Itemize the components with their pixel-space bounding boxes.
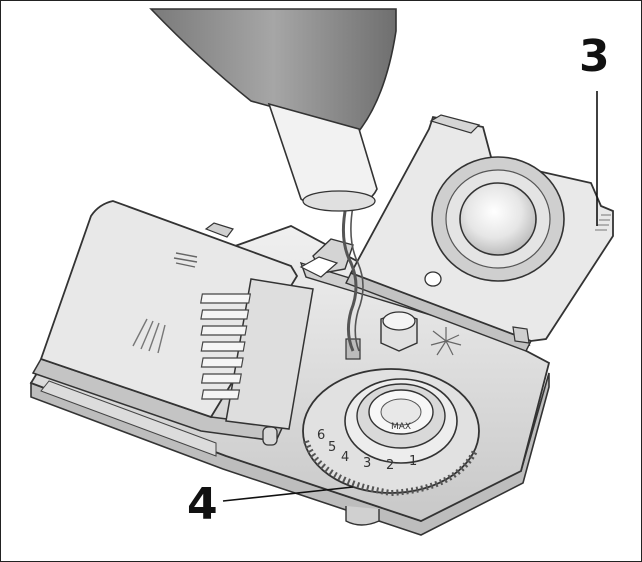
lid-window — [459, 182, 537, 256]
cover-vent — [173, 252, 198, 268]
dial-number: 2 — [386, 458, 394, 473]
dial-max-label: MAX — [391, 422, 411, 432]
callout-label-3: 3 — [579, 31, 610, 82]
callout-4: 4 — [187, 479, 354, 530]
dosage-dial: MAX 6 5 4 3 2 1 — [302, 368, 480, 497]
callout-3: 3 — [579, 31, 610, 226]
level-indicator — [380, 311, 462, 356]
sparkle-icon — [430, 327, 462, 356]
dial-number: 4 — [341, 450, 349, 465]
dial-number: 1 — [409, 454, 417, 469]
cover-grip — [132, 318, 166, 354]
dial-number: 6 — [317, 428, 325, 443]
lid-vent-hole — [424, 271, 442, 287]
rinse-aid-lid — [299, 114, 614, 352]
rinse-aid-bottle — [149, 8, 397, 352]
dial-number: 3 — [363, 456, 371, 471]
callout-label-4: 4 — [187, 479, 218, 530]
latch-slots — [200, 278, 314, 430]
dial-number: 5 — [328, 440, 336, 455]
